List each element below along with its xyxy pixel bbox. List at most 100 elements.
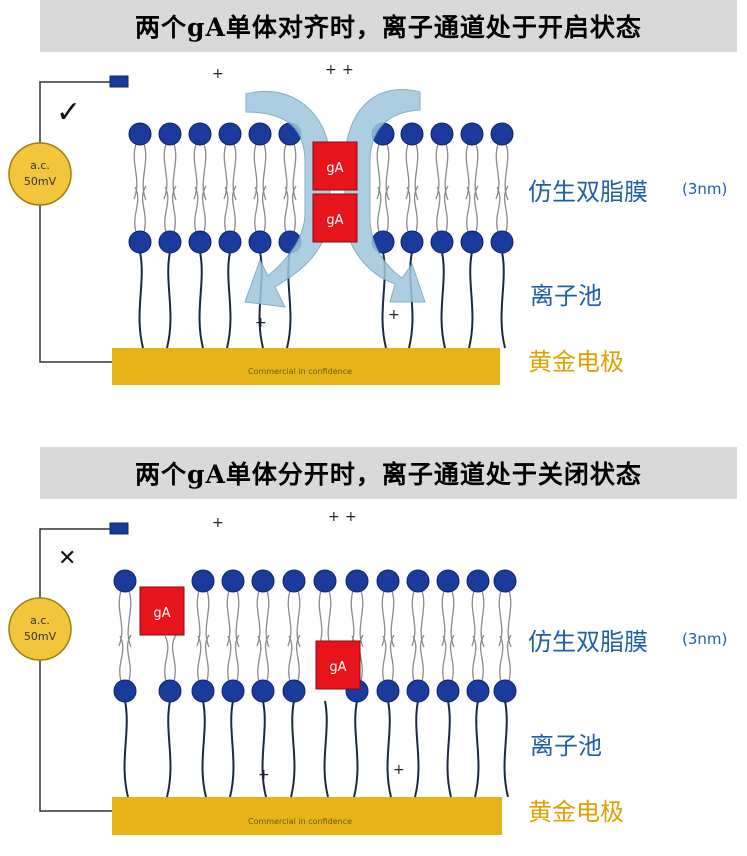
lipid-head	[376, 569, 400, 593]
lipid-tail	[231, 185, 237, 233]
lipid-head	[345, 569, 369, 593]
lipid-tail	[287, 590, 292, 647]
lipid-head	[466, 679, 490, 703]
ion-pool-label: 离子池	[530, 732, 602, 760]
lipid-tail	[444, 143, 449, 201]
lipid-tail	[126, 634, 132, 682]
lipid-tail	[414, 143, 419, 201]
lipid-tail	[172, 143, 177, 201]
ion-plus: +	[393, 762, 405, 778]
electrode-label: 黄金电极	[528, 798, 624, 826]
lipid-head	[158, 230, 182, 254]
close-icon: ✕	[58, 546, 76, 571]
lipid-head	[490, 230, 514, 254]
lipid-head	[218, 230, 242, 254]
lipid-head	[490, 122, 514, 146]
lipid-tail	[479, 634, 485, 682]
lipid-tail	[436, 186, 441, 233]
lipid-bilayer	[128, 122, 514, 349]
lipid-tail	[385, 143, 390, 201]
lipid-tail	[359, 590, 364, 648]
lipid-tether	[229, 700, 235, 798]
lipid-tail	[442, 635, 447, 682]
ac-source-line1: a.c.	[30, 614, 50, 627]
panel-open-title: 两个gA单体对齐时，离子通道处于开启状态	[40, 0, 737, 52]
lipid-tail	[194, 186, 199, 233]
lipid-tail	[193, 143, 198, 200]
lipid-tail	[257, 635, 262, 682]
lipid-head	[218, 122, 242, 146]
lipid-head	[436, 679, 460, 703]
lipid-head	[128, 230, 152, 254]
lipid-tail	[118, 590, 123, 647]
lipid-tail	[480, 590, 485, 648]
lipid-bilayer	[113, 569, 517, 798]
lipid-tether	[166, 251, 172, 349]
lipid-tail	[441, 590, 446, 647]
lipid-head	[191, 569, 215, 593]
ion-plus: +	[258, 767, 270, 783]
thickness-label: (3nm)	[682, 630, 728, 648]
membrane-label: 仿生双脂膜	[528, 178, 648, 206]
lipid-tail	[226, 590, 231, 647]
lipid-tail	[264, 634, 270, 682]
lipid-tether	[468, 251, 474, 349]
lipid-tail	[499, 635, 504, 682]
panel-closed-title: 两个gA单体分开时，离子通道处于关闭状态	[40, 447, 737, 499]
lipid-tail	[164, 635, 169, 682]
lipid-tail	[327, 590, 332, 648]
lipid-head	[221, 679, 245, 703]
lipid-tether	[414, 700, 420, 798]
lipid-tether	[290, 700, 296, 798]
gA-label-lower: gA	[329, 660, 346, 675]
membrane-label: 仿生双脂膜	[528, 628, 648, 656]
lipid-head	[251, 679, 275, 703]
lipid-tail	[284, 186, 289, 233]
lipid-tail	[382, 635, 387, 682]
ion-plus: +	[342, 62, 354, 78]
ion-flow-arrow-left	[244, 90, 331, 308]
lipid-tail	[205, 590, 210, 648]
ac-source	[8, 142, 72, 206]
ac-source-line1: a.c.	[30, 159, 50, 172]
lipid-tail	[134, 186, 139, 233]
lipid-tail	[119, 635, 124, 682]
lipid-head	[406, 679, 430, 703]
lipid-tail	[232, 143, 237, 201]
lipid-tail	[495, 143, 500, 200]
lipid-head	[460, 230, 484, 254]
lipid-tail	[253, 143, 258, 200]
lipid-head	[430, 230, 454, 254]
lipid-tail	[473, 185, 479, 233]
lipid-tail	[450, 590, 455, 648]
lipid-tail	[202, 143, 207, 201]
gA-label-upper: gA	[153, 606, 170, 621]
lipid-tail	[291, 185, 297, 233]
lipid-tether	[500, 251, 506, 349]
lipid-head	[406, 569, 430, 593]
lipid-tail	[133, 143, 138, 200]
lipid-head	[436, 569, 460, 593]
lipid-tether	[503, 700, 509, 798]
gA-monomer-upper	[312, 141, 358, 191]
lipid-tail	[420, 590, 425, 648]
lipid-head	[493, 569, 517, 593]
lipid-tail	[171, 634, 177, 682]
lipid-tail	[163, 143, 168, 200]
lipid-tether	[446, 700, 452, 798]
lipid-tail	[197, 635, 202, 682]
terminal-clip	[109, 522, 129, 535]
lipid-tether	[440, 251, 446, 349]
lipid-tail	[256, 590, 261, 647]
lipid-tail	[419, 634, 425, 682]
lipid-tail	[443, 185, 449, 233]
lipid-tail	[224, 186, 229, 233]
ion-plus: +	[325, 62, 337, 78]
lipid-tail	[296, 590, 301, 648]
lipid-tail	[449, 634, 455, 682]
lipid-tail	[283, 143, 288, 200]
lipid-head	[313, 569, 337, 593]
lipid-head	[221, 569, 245, 593]
gold-electrode	[112, 797, 502, 835]
lipid-tail	[262, 143, 267, 201]
